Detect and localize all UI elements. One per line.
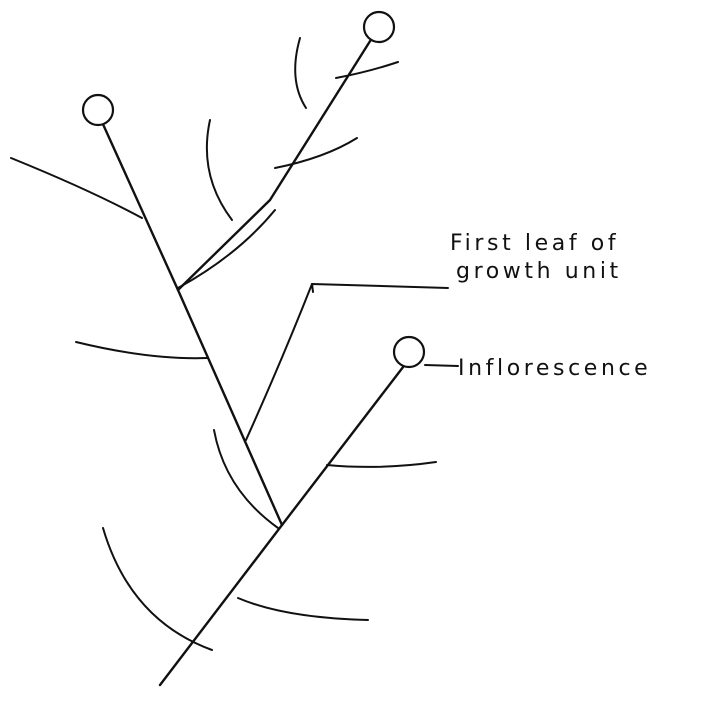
leaf-branch-right — [275, 138, 357, 168]
inflorescence-right — [394, 337, 424, 367]
label-inflorescence: Inflorescence — [458, 355, 651, 383]
leaf-lower-left — [103, 528, 212, 650]
leaf-branch-top-right — [336, 62, 398, 78]
inflorescence-top — [364, 12, 394, 42]
leaf-mid-right — [327, 462, 436, 467]
label-first-leaf-line2: growth unit — [450, 258, 622, 286]
first-leaf-pointer — [312, 284, 448, 292]
leaf-branch-left — [207, 120, 232, 220]
label-first-leaf-line1: First leaf of — [450, 230, 622, 258]
leaf-left-middle — [76, 342, 207, 358]
main-axis-upper — [102, 122, 282, 525]
leaf-lower-right — [238, 598, 368, 620]
leaf-branch-top-left — [295, 38, 306, 108]
inflorescence-pointer — [425, 365, 458, 366]
main-axis-lower — [160, 358, 410, 685]
first-leaf-growth-unit — [246, 284, 312, 440]
label-first-leaf-of-growth-unit: First leaf of growth unit — [450, 230, 622, 286]
inflorescence-left — [83, 95, 113, 125]
